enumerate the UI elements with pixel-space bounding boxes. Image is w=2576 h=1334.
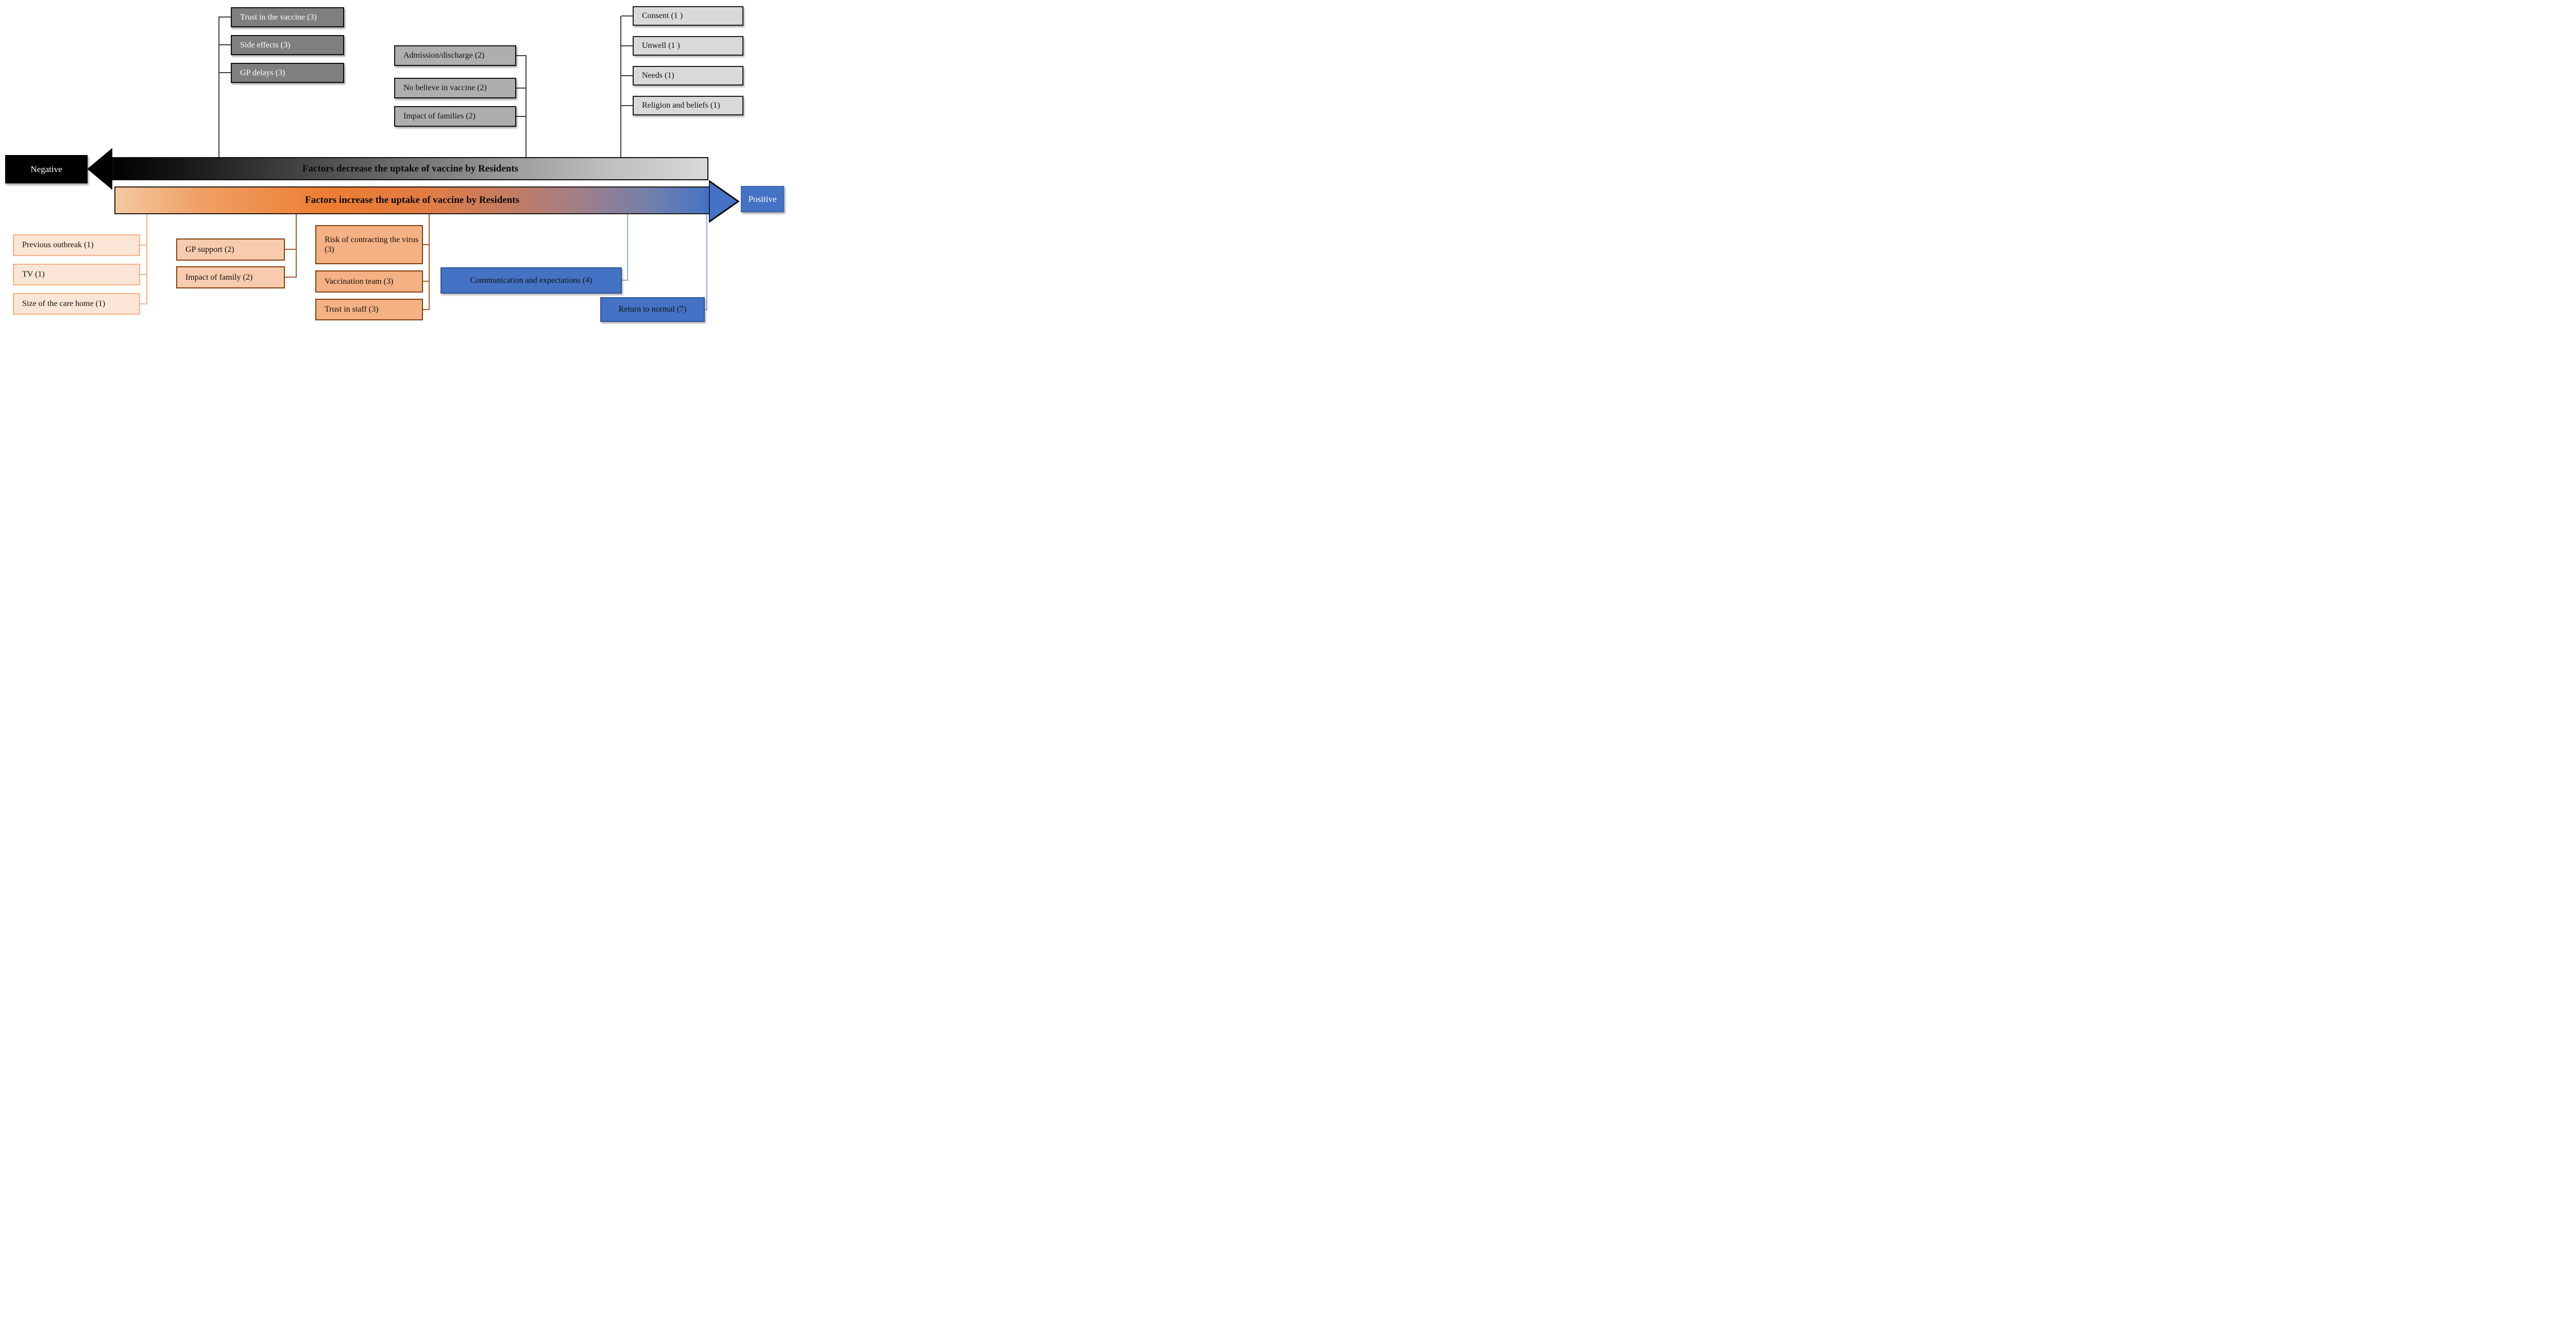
- factor-box-tv: TV (1): [13, 264, 140, 285]
- decrease-arrow-label: Factors decrease the uptake of vaccine b…: [302, 163, 519, 174]
- connector-return-vertical: [706, 213, 707, 310]
- factor-box-unwell: Unwell (1 ): [633, 36, 743, 56]
- connector-peach-vertical: [296, 213, 297, 278]
- factor-label: Communication and expectations (4): [470, 276, 592, 285]
- connector-lightpeach-vertical: [146, 213, 147, 304]
- factor-box-communication-and-expectations: Communication and expectations (4): [440, 267, 622, 294]
- connector-darkgray-stub: [218, 44, 231, 45]
- factor-box-vaccination-team: Vaccination team (3): [315, 270, 423, 293]
- connector-darkgray-stub: [218, 16, 231, 18]
- factor-label: Side effects (3): [240, 40, 291, 49]
- factor-label: TV (1): [22, 270, 45, 279]
- connector-peach-stub: [285, 249, 296, 250]
- connector-orange-stub: [423, 281, 429, 282]
- connector-mediumgray-stub: [516, 116, 527, 117]
- negative-label: Negative: [5, 155, 88, 183]
- connector-communication-stub: [622, 280, 628, 281]
- factor-box-gp-support: GP support (2): [176, 238, 285, 261]
- factor-label: GP support (2): [185, 245, 234, 254]
- factor-box-needs: Needs (1): [633, 66, 743, 85]
- connector-lightpeach-stub: [140, 274, 147, 275]
- factor-box-gp-delays: GP delays (3): [231, 63, 344, 83]
- factor-label: Vaccination team (3): [325, 277, 394, 286]
- positive-label-text: Positive: [748, 194, 777, 204]
- factor-box-no-believe-in-vaccine: No believe in vaccine (2): [394, 78, 516, 98]
- connector-mediumgray-stub: [516, 88, 527, 89]
- increase-arrow-bar: Factors increase the uptake of vaccine b…: [114, 186, 710, 214]
- vaccine-uptake-factors-diagram: Negative Factors decrease the uptake of …: [0, 0, 808, 327]
- connector-darkgray-vertical: [218, 17, 219, 158]
- factor-label: Trust in the vaccine (3): [240, 12, 317, 22]
- factor-label: Consent (1 ): [642, 11, 683, 21]
- decrease-arrow-bar: Factors decrease the uptake of vaccine b…: [112, 157, 708, 180]
- factor-box-side-effects: Side effects (3): [231, 35, 344, 55]
- decrease-arrowhead: [88, 148, 112, 190]
- factor-box-impact-of-families: Impact of families (2): [394, 106, 516, 127]
- connector-orange-vertical: [429, 213, 430, 310]
- factor-box-size-of-the-care-home: Size of the care home (1): [13, 293, 140, 315]
- factor-label: Unwell (1 ): [642, 41, 680, 50]
- factor-label: Return to normal (7): [618, 305, 687, 314]
- increase-arrow-label: Factors increase the uptake of vaccine b…: [304, 195, 519, 206]
- factor-box-trust-in-staff: Trust in staff (3): [315, 299, 423, 320]
- connector-communication-vertical: [627, 213, 628, 281]
- factor-label: Previous outbreak (1): [22, 241, 94, 250]
- factor-box-consent: Consent (1 ): [633, 6, 743, 26]
- connector-mediumgray-stub: [516, 55, 527, 56]
- factor-box-admission-discharge: Admission/discharge (2): [394, 45, 516, 66]
- increase-arrowhead: [709, 180, 740, 223]
- connector-return-stub: [704, 309, 707, 310]
- connector-darkgray-stub: [218, 72, 231, 73]
- factor-label: Risk of contracting the virus (3): [325, 235, 419, 254]
- factor-box-religion-and-beliefs: Religion and beliefs (1): [633, 96, 743, 115]
- factor-box-impact-of-family: Impact of family (2): [176, 266, 285, 288]
- factor-label: No believe in vaccine (2): [403, 83, 487, 93]
- connector-orange-stub: [423, 244, 429, 245]
- factor-box-previous-outbreak: Previous outbreak (1): [13, 234, 140, 256]
- connector-lightpeach-stub: [140, 245, 147, 246]
- factor-label: Impact of families (2): [403, 112, 476, 121]
- connector-mediumgray-vertical: [526, 56, 527, 158]
- connector-lightgray-stub: [621, 75, 633, 76]
- connector-lightgray-stub: [621, 15, 633, 16]
- connector-lightgray-vertical: [620, 16, 621, 158]
- factor-label: Needs (1): [642, 71, 674, 80]
- negative-label-text: Negative: [30, 164, 62, 174]
- connector-orange-stub: [423, 309, 429, 310]
- connector-peach-stub: [285, 277, 296, 278]
- factor-label: GP delays (3): [240, 68, 285, 77]
- factor-label: Impact of family (2): [185, 272, 253, 282]
- positive-label: Positive: [741, 186, 784, 212]
- connector-lightgray-stub: [621, 45, 633, 46]
- factor-box-return-to-normal: Return to normal (7): [600, 297, 705, 322]
- connector-lightpeach-stub: [140, 303, 147, 304]
- factor-label: Admission/discharge (2): [403, 51, 485, 60]
- connector-lightgray-stub: [621, 105, 633, 106]
- factor-label: Size of the care home (1): [22, 299, 106, 309]
- factor-label: Trust in staff (3): [325, 305, 379, 314]
- factor-box-trust-in-the-vaccine: Trust in the vaccine (3): [231, 7, 344, 27]
- factor-label: Religion and beliefs (1): [642, 101, 720, 110]
- factor-box-risk-of-contracting-the-virus: Risk of contracting the virus (3): [315, 225, 423, 264]
